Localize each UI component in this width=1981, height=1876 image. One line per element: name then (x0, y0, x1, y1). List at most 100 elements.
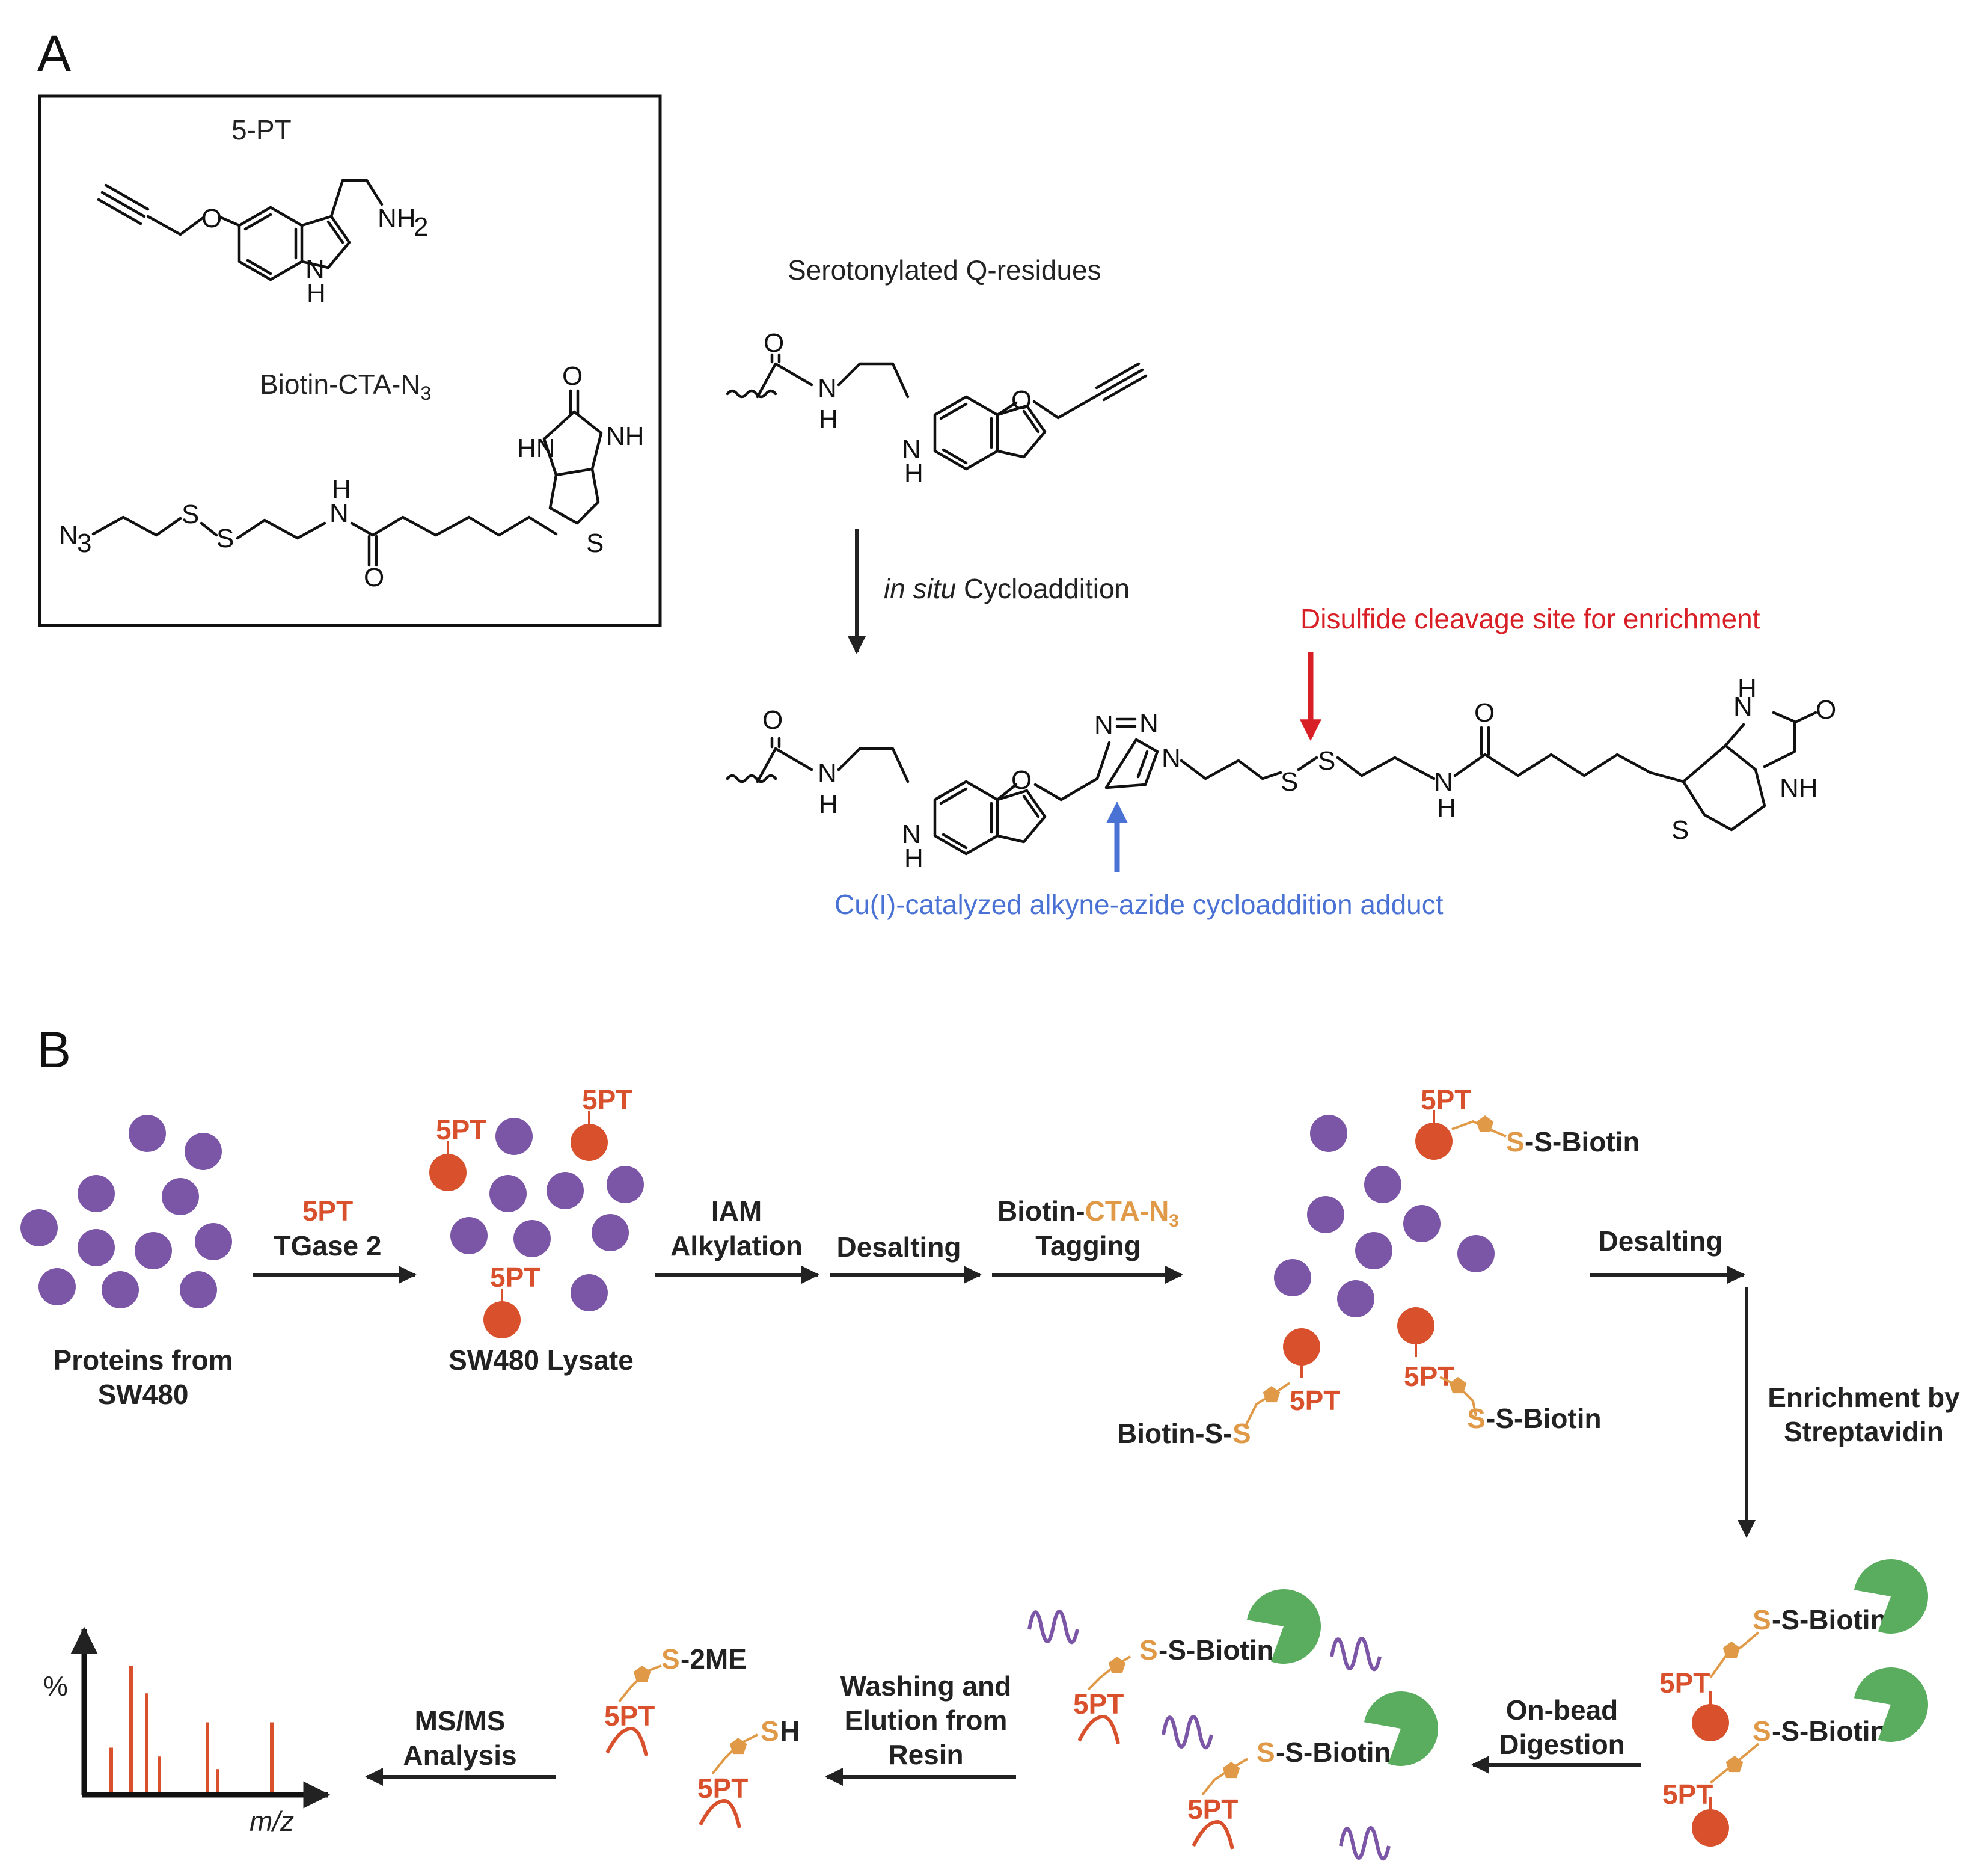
svg-text:H: H (307, 278, 326, 308)
svg-text:NH: NH (378, 204, 416, 233)
svg-text:N: N (305, 254, 325, 284)
protein-dot (513, 1220, 551, 1257)
triazole-pentagon (1476, 1115, 1494, 1132)
ss-biotin-label: -S-Biotin (1159, 1634, 1274, 1666)
linker-s: S (661, 1643, 680, 1675)
linker-line (1087, 1655, 1131, 1691)
linker-s: S (1232, 1418, 1251, 1449)
step-wash-label-2: Elution from (845, 1705, 1008, 1736)
protein-dot (495, 1118, 533, 1155)
ms-spectrum: % m/z (43, 1626, 331, 1837)
svg-text:O: O (1816, 695, 1836, 725)
tag-5pt: 5PT (1073, 1688, 1124, 1720)
tagged-protein-dot (1397, 1307, 1434, 1344)
ss-biotin-label: -S-Biotin (1486, 1403, 1602, 1434)
svg-text:H: H (819, 789, 838, 819)
svg-text:HN: HN (517, 434, 556, 463)
svg-text:NH: NH (1780, 773, 1818, 803)
step-proteins-label-1: Proteins from (53, 1344, 233, 1376)
step-desalting-label: Desalting (836, 1231, 961, 1263)
svg-text:NH: NH (606, 421, 645, 451)
spectrum-x-label: m/z (250, 1806, 294, 1837)
triazole-pentagon (1449, 1377, 1467, 1394)
protein-cluster-1 (20, 1115, 232, 1308)
svg-text:O: O (201, 204, 222, 233)
triazole-pentagon (1725, 1756, 1744, 1773)
tag-5pt: 5PT (1290, 1385, 1340, 1416)
peptide-fragment (1077, 1714, 1120, 1744)
linker-line (1201, 1758, 1249, 1796)
tag-5pt: 5PT (490, 1261, 540, 1293)
svg-text:O: O (762, 705, 783, 735)
triazole-pentagon (729, 1738, 747, 1755)
step-wash-label-1: Washing and (840, 1670, 1012, 1702)
ss-biotin-label: -S-Biotin (1772, 1715, 1887, 1747)
svg-text:O: O (764, 328, 784, 358)
svg-text:N: N (329, 498, 349, 528)
protein-dot (450, 1217, 488, 1254)
peptide-squiggle (1162, 1715, 1213, 1750)
tag-5pt: 5PT (1421, 1084, 1471, 1115)
svg-text:N: N (1139, 709, 1159, 738)
protein-dot (1355, 1232, 1392, 1269)
svg-text:S: S (586, 529, 604, 558)
svg-text:N: N (1162, 743, 1181, 773)
protein-dot (1310, 1115, 1347, 1152)
protein-dot (607, 1166, 644, 1203)
step-iam-label-2: Alkylation (670, 1230, 803, 1261)
triazole-pentagon (1263, 1386, 1281, 1403)
ss-biotin-label: -S-Biotin (1525, 1126, 1640, 1157)
step-proteins-label-2: SW480 (98, 1379, 189, 1410)
protein-dot (129, 1115, 166, 1152)
protein-dot (78, 1175, 115, 1212)
svg-text:H: H (904, 459, 923, 488)
svg-text:N: N (1733, 692, 1753, 722)
peptide-squiggle (1330, 1637, 1382, 1672)
step-tagging-label-2: Tagging (1035, 1230, 1141, 1261)
svg-text:O: O (562, 361, 583, 391)
protein-dot (180, 1271, 217, 1308)
biotin-s-label: Biotin-S- (1117, 1418, 1232, 1449)
svg-text:O: O (364, 563, 384, 592)
protein-dot (1307, 1196, 1344, 1233)
step-tgase-label-1: 5PT (302, 1195, 353, 1227)
svg-text:N: N (902, 435, 921, 464)
disulfide-note: Disulfide cleavage site for enrichment (1300, 603, 1760, 634)
svg-text:S: S (1318, 746, 1335, 776)
tagged-protein-dot (1692, 1704, 1729, 1741)
peptide-fragment (605, 1726, 648, 1756)
linker-s: S (1753, 1715, 1771, 1747)
streptavidin-bead (1854, 1559, 1928, 1634)
triazole-pentagon (1722, 1642, 1741, 1658)
protein-dot (78, 1229, 115, 1266)
streptavidin-bead (1364, 1691, 1438, 1766)
tag-5pt: 5PT (1659, 1667, 1710, 1699)
compound-5pt-structure: O NH 2 N H (97, 179, 428, 308)
compound-5pt-label: 5-PT (231, 114, 292, 146)
protein-dot (102, 1271, 139, 1308)
step-ms-label-1: MS/MS (415, 1705, 506, 1737)
step-wash-label-3: Resin (888, 1739, 963, 1770)
tagged-protein-dot (1415, 1123, 1453, 1160)
svg-text:N: N (818, 758, 837, 788)
protein-dot (195, 1223, 232, 1260)
streptavidin-bead (1246, 1589, 1321, 1664)
tag-5pt: 5PT (1404, 1361, 1454, 1392)
step-digest-label-2: Digestion (1499, 1729, 1625, 1760)
linker-s: S (1257, 1737, 1275, 1768)
svg-text:H: H (332, 474, 351, 504)
protein-dot (162, 1178, 199, 1215)
reagent-box (38, 94, 662, 627)
serotonylated-title: Serotonylated Q-residues (788, 254, 1101, 286)
triazole-pentagon (1108, 1657, 1126, 1673)
compound-biotin-cta-n3-structure: N 3 S S N H O HN NH O S (59, 361, 645, 592)
linker-s: S (1506, 1126, 1525, 1157)
svg-text:O: O (1474, 698, 1495, 728)
protein-dot (38, 1268, 76, 1305)
peptide-fragment (699, 1798, 741, 1828)
svg-text:3: 3 (77, 529, 91, 558)
